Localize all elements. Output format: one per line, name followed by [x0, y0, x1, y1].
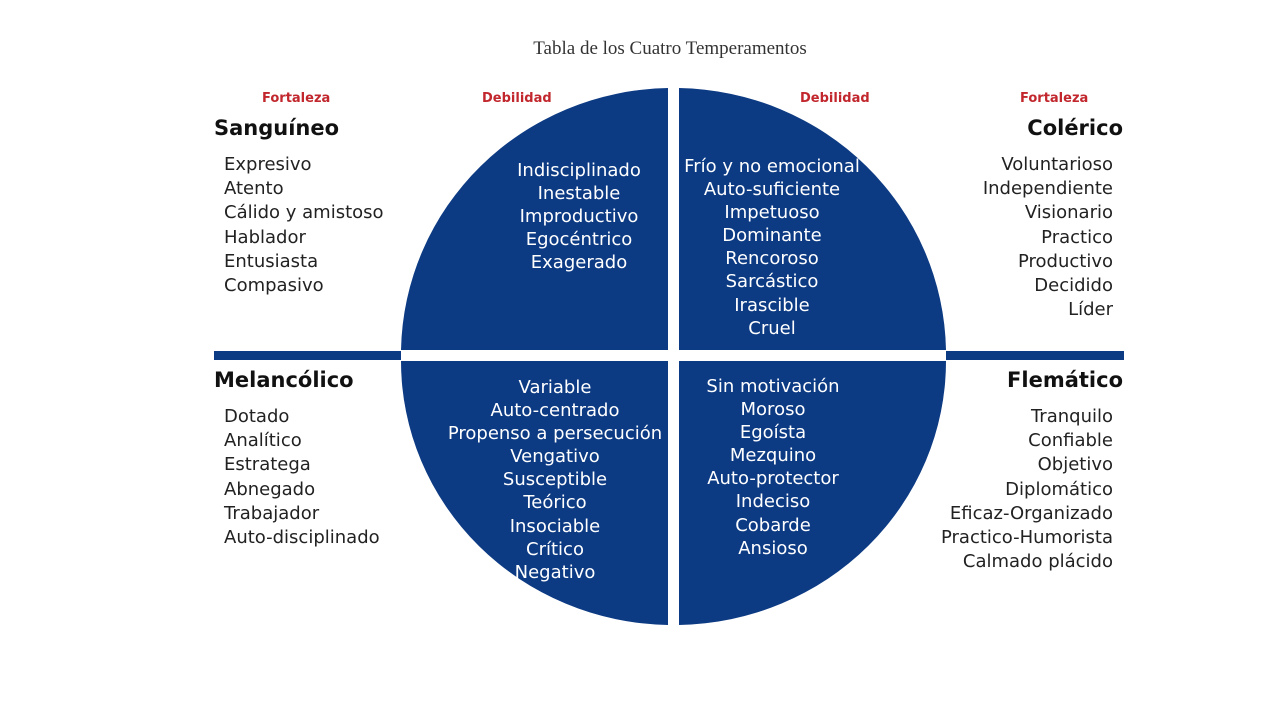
list-item: Auto-suficiente [703, 179, 841, 201]
list-item: Dominante [722, 225, 822, 247]
list-item: Improductivo [519, 206, 639, 228]
flematico-fortalezas: Tranquilo Confiable Objetivo Diplomático… [941, 405, 1113, 574]
list-item: Indeciso [735, 491, 811, 513]
list-item: Dotado [224, 406, 290, 427]
list-item: Practico [1041, 226, 1113, 248]
list-item: Objetivo [1037, 454, 1113, 476]
list-item: Indisciplinado [517, 160, 641, 181]
list-item: Analítico [224, 430, 302, 452]
list-item: Teórico [523, 492, 587, 514]
list-item: Crítico [526, 538, 584, 560]
list-item: Vengativo [510, 446, 600, 468]
label-debilidad-left: Debilidad [482, 91, 552, 106]
list-item: Diplomático [1005, 478, 1113, 500]
name-melancolico: Melancólico [214, 368, 354, 392]
colerico-debilidades: Frío y no emocional Auto-suficiente Impe… [672, 155, 872, 340]
name-colerico: Colérico [1027, 116, 1123, 140]
quadrant-melancolico [401, 361, 668, 625]
list-item: Mezquino [729, 445, 817, 467]
list-item: Trabajador [224, 502, 320, 524]
label-debilidad-right: Debilidad [800, 91, 870, 106]
list-item: Voluntarioso [1001, 154, 1113, 175]
list-item: Egocéntrico [525, 229, 633, 251]
list-item: Líder [1068, 299, 1113, 321]
divider-left [214, 351, 401, 360]
list-item: Variable [518, 377, 592, 398]
label-fortaleza-left: Fortaleza [262, 91, 331, 106]
list-item: Negativo [514, 561, 596, 583]
list-item: Susceptible [502, 469, 608, 491]
list-item: Irascible [734, 294, 810, 316]
list-item: Practico-Humorista [940, 527, 1113, 549]
list-item: Confiable [1028, 430, 1113, 452]
list-item: Visionario [1024, 202, 1113, 224]
label-fortaleza-right: Fortaleza [1020, 91, 1089, 106]
list-item: Sin motivación [706, 376, 840, 397]
name-sanguineo: Sanguíneo [214, 116, 340, 140]
page-title: Tabla de los Cuatro Temperamentos [533, 38, 807, 59]
list-item: Insociable [509, 515, 601, 537]
list-item: Atento [224, 178, 284, 200]
list-item: Auto-disciplinado [224, 527, 380, 549]
list-item: Tranquilo [1030, 406, 1113, 427]
quadrant-sanguineo [401, 88, 668, 350]
list-item: Cruel [748, 317, 796, 339]
list-item: Independiente [982, 178, 1113, 200]
list-item: Rencoroso [725, 248, 819, 270]
list-item: Inestable [537, 183, 621, 205]
list-item: Compasivo [224, 275, 324, 297]
list-item: Sarcástico [725, 271, 819, 293]
melancolico-fortalezas: Dotado Analítico Estratega Abnegado Trab… [224, 405, 380, 550]
list-item: Decidido [1034, 275, 1113, 297]
quadrant-flematico [679, 361, 946, 625]
name-flematico: Flemático [1007, 368, 1123, 392]
flematico-debilidades: Sin motivación Moroso Egoísta Mezquino A… [673, 375, 873, 560]
list-item: Moroso [740, 399, 806, 421]
list-item: Calmado plácido [962, 551, 1113, 573]
list-item: Egoísta [739, 422, 807, 444]
list-item: Abnegado [224, 478, 316, 500]
colerico-fortalezas: Voluntarioso Independiente Visionario Pr… [983, 153, 1113, 322]
list-item: Entusiasta [224, 250, 319, 272]
list-item: Eficaz-Organizado [949, 502, 1113, 524]
list-item: Cobarde [735, 514, 811, 536]
list-item: Auto-protector [707, 468, 839, 490]
list-item: Estratega [224, 454, 311, 476]
list-item: Impetuoso [724, 202, 820, 224]
list-item: Frío y no emocional [684, 156, 860, 177]
list-item: Ansioso [738, 537, 808, 559]
melancolico-debilidades: Variable Auto-centrado Propenso a persec… [440, 376, 670, 584]
quadrant-colerico [679, 88, 946, 350]
list-item: Propenso a persecución [447, 423, 663, 445]
list-item: Exagerado [530, 252, 628, 274]
list-item: Hablador [224, 226, 306, 248]
sanguineo-debilidades: Indisciplinado Inestable Improductivo Eg… [479, 159, 679, 274]
list-item: Cálido y amistoso [224, 202, 384, 224]
sanguineo-fortalezas: Expresivo Atento Cálido y amistoso Habla… [224, 153, 384, 298]
divider-right [946, 351, 1124, 360]
list-item: Expresivo [224, 154, 312, 175]
list-item: Productivo [1017, 250, 1113, 272]
list-item: Auto-centrado [490, 400, 620, 422]
